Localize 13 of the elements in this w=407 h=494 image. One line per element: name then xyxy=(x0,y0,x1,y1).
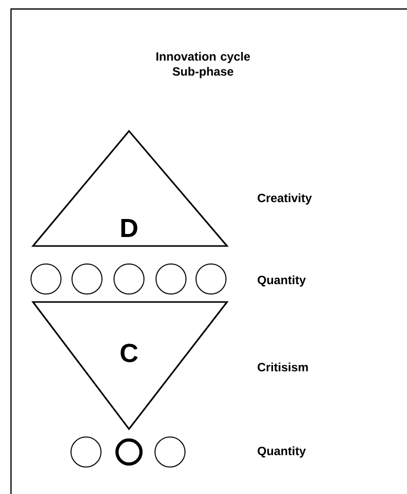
circle xyxy=(70,436,102,468)
row-label: Quantity xyxy=(258,275,306,287)
circle xyxy=(114,264,144,294)
circle xyxy=(156,264,186,294)
circle xyxy=(30,264,62,294)
row-label: Creativity xyxy=(258,193,312,205)
row-label: Critisism xyxy=(258,362,308,372)
circle xyxy=(196,264,226,294)
title: Innovation cycle Sub-phase xyxy=(156,52,250,78)
circle xyxy=(72,264,102,294)
row-label: Quantity xyxy=(258,446,306,458)
circle xyxy=(154,436,186,468)
circle xyxy=(115,438,143,466)
